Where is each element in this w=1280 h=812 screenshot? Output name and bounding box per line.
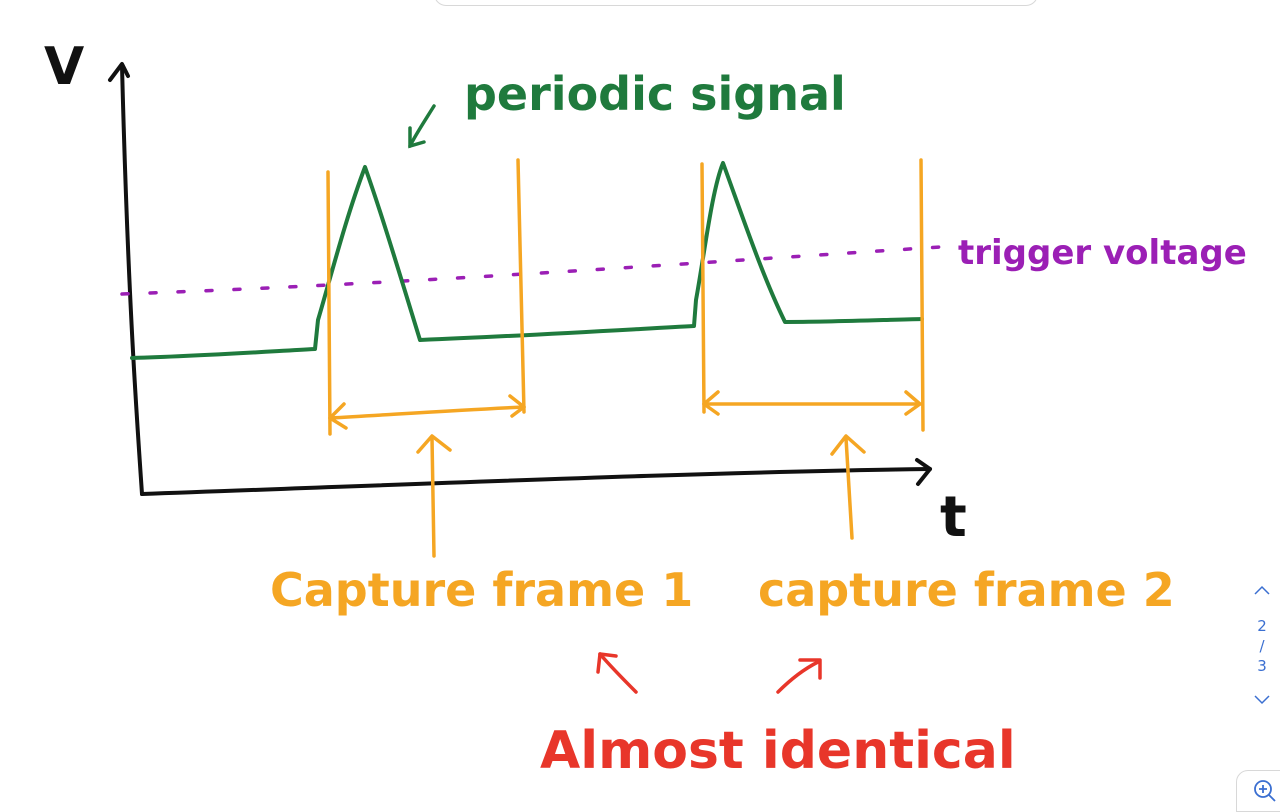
frame-1-pointer xyxy=(430,436,436,558)
zoom-in-button[interactable] xyxy=(1236,770,1280,812)
capture-frame-1 xyxy=(326,158,526,558)
chevron-up-icon[interactable] xyxy=(1244,578,1280,602)
conclusion-pointer-2 xyxy=(776,660,820,694)
frame-2-span-arrowhead-right xyxy=(904,390,922,416)
t-axis xyxy=(140,467,932,496)
capture-frame-2-label: capture frame 2 xyxy=(758,563,1175,617)
frame-2-pointer-head xyxy=(830,434,866,456)
axes xyxy=(108,62,932,496)
frame-1-pointer-head xyxy=(416,434,452,454)
periodic-signal xyxy=(130,161,924,360)
t-axis-label: t xyxy=(940,485,967,550)
conclusion-pointers xyxy=(596,652,822,694)
conclusion-pointer-2-head xyxy=(798,658,822,680)
v-axis xyxy=(120,64,144,496)
capture-frame-2 xyxy=(700,158,925,540)
page-total: 3 xyxy=(1257,657,1267,675)
page-current: 2 xyxy=(1257,617,1267,635)
frame-1-right-bound xyxy=(516,158,526,414)
conclusion-pointer-1-head xyxy=(596,652,618,674)
conclusion-label: Almost identical xyxy=(540,721,1016,781)
signal-label-pointer xyxy=(408,104,436,149)
capture-frame-1-label: Capture frame 1 xyxy=(270,563,693,617)
trigger-voltage-line xyxy=(120,245,942,296)
t-axis-arrowhead xyxy=(915,458,932,486)
conclusion-pointer-1 xyxy=(598,652,638,694)
chevron-down-icon[interactable] xyxy=(1244,688,1280,712)
frame-2-pointer xyxy=(844,436,854,540)
frame-1-span-arrow xyxy=(328,405,526,420)
periodic-signal-label: periodic signal xyxy=(464,67,846,121)
frame-1-span-arrowhead-right xyxy=(508,394,526,418)
v-axis-label: V xyxy=(44,37,84,97)
zoom-in-icon xyxy=(1254,780,1276,802)
page-separator: / xyxy=(1259,637,1265,655)
frame-2-right-bound xyxy=(919,158,925,432)
v-axis-arrowhead xyxy=(108,62,130,82)
frame-1-left-bound xyxy=(326,170,332,436)
frame-2-left-bound xyxy=(700,162,706,414)
frame-1-span-arrowhead-left xyxy=(328,402,348,430)
page-navigator: 2 / 3 xyxy=(1244,578,1280,728)
frame-2-span-arrowhead-left xyxy=(702,390,720,416)
trigger-voltage-label: trigger voltage xyxy=(958,233,1247,273)
